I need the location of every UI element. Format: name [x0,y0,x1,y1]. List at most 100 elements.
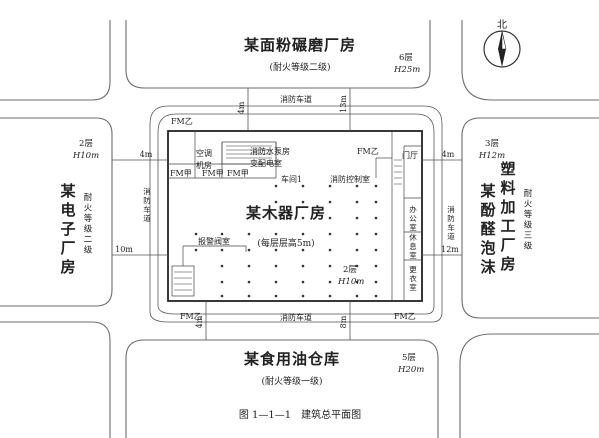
east-rating-char: 耐 [524,188,533,199]
column-dot [247,232,251,236]
east-name-1-char: 房 [500,255,515,273]
east-name-1-char: 塑 [500,160,515,178]
main-building-floors: 2层 [343,265,357,275]
column-dot [194,232,198,236]
east-name-1-char: 加 [499,198,515,216]
road-network [0,20,599,438]
west-building-rating-vertical: 耐火等级二级 [84,192,93,256]
column-dot [355,294,359,298]
east-rating-char: 级 [524,241,533,252]
north-building-floors: 6层 [399,53,413,63]
dimension-lines [112,88,462,340]
dim-south-a: 4m [195,315,204,328]
column-dot [374,216,378,220]
lane-e-char: 防 [447,213,455,223]
dim-north-a: 4m [237,101,246,114]
north-label: 北 [497,19,507,31]
column-dot [220,280,224,284]
dim-south-b: 8m [339,315,348,328]
dim-west-b: 10m [115,245,133,254]
room-fm-b-south-right: FM乙 [394,312,416,321]
room-fm-a-2: FM甲 [202,169,224,178]
column-dot [247,248,251,252]
column-dot [274,216,278,220]
room-ac-line2: 机房 [196,160,212,170]
column-dot [274,200,278,204]
column-dot [274,280,278,284]
lane-w-char: 防 [143,195,151,205]
locker-v-char: 更 [409,265,417,274]
south-building-height: H20m [397,365,424,375]
column-dot [355,216,359,220]
room-fm-b-south-left: FM乙 [180,312,202,321]
column-dot [301,264,305,268]
column-dot [328,232,332,236]
room-gate: 门厅 [402,150,418,160]
north-building-rating: (耐火等级二级) [269,61,330,73]
south-building-floors: 5层 [402,353,416,363]
column-dot [374,232,378,236]
east-building-floors: 3层 [485,139,499,149]
west-rating-char: 火 [84,204,93,214]
column-dot [374,294,378,298]
column-dot [220,264,224,268]
west-building-floors: 2层 [79,139,93,149]
column-dot [247,280,251,284]
west-name-char: 子 [60,220,75,238]
room-workshop: 车间1 [281,174,302,184]
figure-caption: 图 1—1—1 建筑总平面图 [239,408,361,421]
column-dot [274,232,278,236]
column-dot [220,248,224,252]
column-dot [355,280,359,284]
column-grid [194,184,378,298]
column-dot [355,184,359,188]
main-building-height: H10m [337,277,364,287]
dim-west-a: 4m [140,150,153,159]
column-dot [220,294,224,298]
column-dot [328,200,332,204]
south-building-rating: (耐火等级一级) [261,375,322,387]
room-fm-b-north-left: FM乙 [171,117,193,126]
stair-north [226,145,272,159]
room-locker-vertical: 更衣室 [409,265,417,292]
dim-east-a: 4m [442,150,455,159]
stair-east [394,159,402,185]
column-dot [247,294,251,298]
fire-lane-north: 消防车道 [280,94,312,104]
lane-e-char: 消 [447,204,455,214]
column-dot [374,280,378,284]
dim-east-b: 12m [441,245,459,254]
dim-north-b: 13m [339,95,348,113]
column-dot [328,248,332,252]
west-name-char: 电 [60,201,75,219]
column-dot [374,264,378,268]
rest-v-char: 室 [409,250,417,260]
east-name-2-char: 沫 [480,258,496,276]
lane-w-char: 道 [143,213,151,223]
column-dot [328,294,332,298]
west-name-char: 房 [60,258,75,276]
column-dot [274,264,278,268]
column-dot [301,216,305,220]
west-building-height: H10m [72,151,99,161]
column-dot [274,294,278,298]
locker-v-char: 室 [409,282,417,292]
rest-v-char: 息 [409,241,417,251]
room-rest-vertical: 休息室 [409,232,417,260]
column-dot [374,200,378,204]
east-name-1-char: 料 [500,179,515,197]
west-rating-char: 级 [84,245,93,256]
east-rating-char: 火 [524,200,533,210]
east-name-1-char: 厂 [500,236,515,254]
west-name-char: 厂 [60,239,75,257]
room-fm-a-3: FM甲 [227,169,249,178]
west-rating-char: 等 [84,213,93,224]
fire-lane-east-vertical: 消防车道 [447,204,455,241]
east-name-1-char: 工 [500,217,515,235]
room-pump: 消防水泵房 [250,146,290,156]
room-substation: 变配电室 [250,158,282,168]
column-dot [301,200,305,204]
